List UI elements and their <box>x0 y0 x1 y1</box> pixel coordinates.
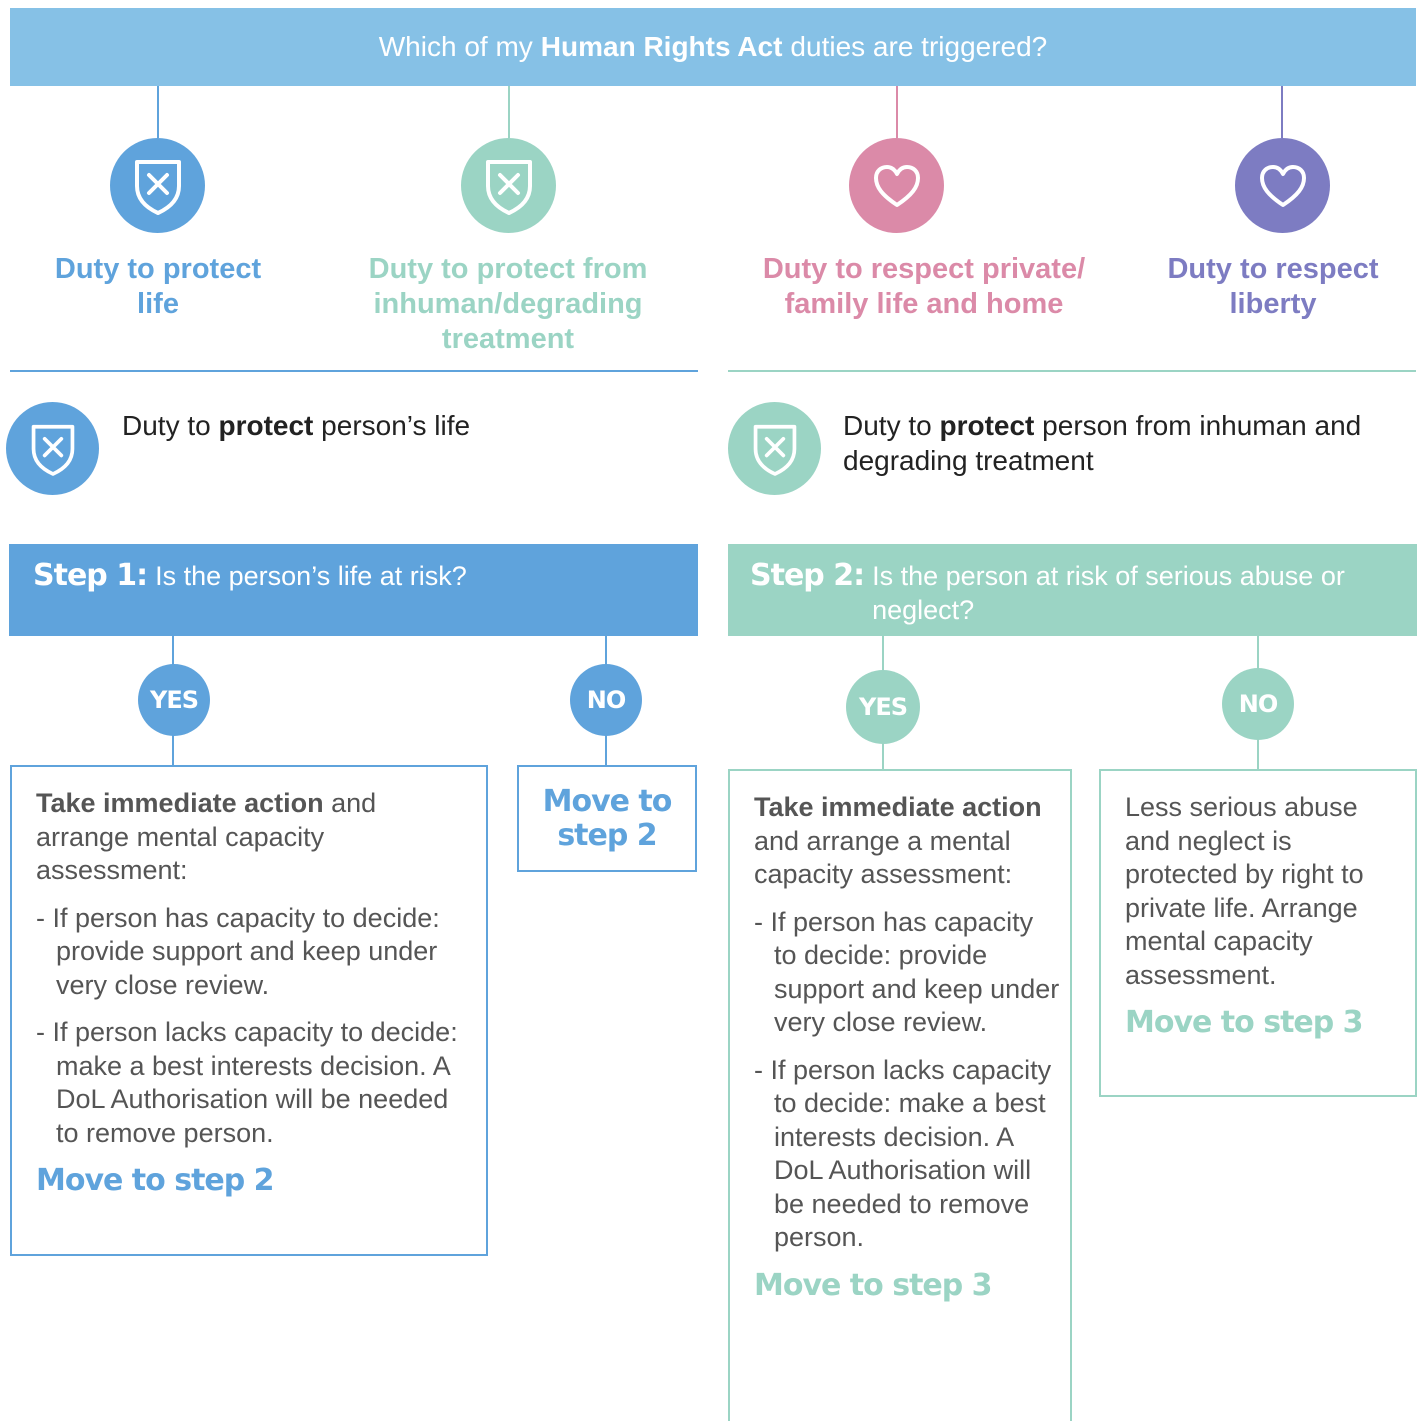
left-yes-bullet-capacity: - If person has capacity to decide: prov… <box>36 902 440 1000</box>
divider-left <box>10 370 698 372</box>
left-yes-lead: Take immediate action and arrange mental… <box>36 788 377 885</box>
right-yes-lead: Take immediate action and arrange a ment… <box>754 792 1042 889</box>
right-yes-bullet-capacity: - If person has capacity to decide: prov… <box>754 906 1060 1038</box>
connector-line <box>508 86 510 138</box>
move-to-step-2: Move to step 2 <box>36 1163 275 1198</box>
header-title-bold: Human Rights Act <box>540 31 783 62</box>
header-title-post: duties are triggered? <box>790 31 1048 62</box>
heart-icon <box>1235 138 1330 233</box>
left-yes-box: Take immediate action and arrange mental… <box>10 765 488 1256</box>
right-no-box: Less serious abuse and neglect is protec… <box>1099 769 1417 1097</box>
shield-cross-icon <box>110 138 205 233</box>
shield-cross-icon <box>728 402 821 495</box>
shield-cross-icon <box>461 138 556 233</box>
left-yes-bullet-lacks-capacity: - If person lacks capacity to decide: ma… <box>36 1017 458 1148</box>
right-section-heading: Duty to protect person from inhuman and … <box>843 410 1362 476</box>
header-bar: Which of my Human Rights Act duties are … <box>10 8 1416 86</box>
no-badge: NO <box>570 664 642 736</box>
duty-label-liberty: Duty to respect liberty <box>1167 253 1379 320</box>
duty-label-private-life: Duty to respect private/ family life and… <box>762 253 1086 320</box>
step-2-label: Step 2: <box>750 558 865 593</box>
step-2-bar: Step 2:Is the person at risk of serious … <box>728 544 1417 636</box>
duty-label-inhuman-treatment: Duty to protect from inhuman/degrading t… <box>368 253 648 355</box>
right-yes-box: Take immediate action and arrange a ment… <box>728 769 1072 1421</box>
divider-right <box>728 370 1416 372</box>
right-no-text: Less serious abuse and neglect is protec… <box>1125 792 1364 990</box>
shield-cross-icon <box>6 402 99 495</box>
connector-line <box>1281 86 1283 138</box>
step-1-bar: Step 1:Is the person’s life at risk? <box>9 544 698 636</box>
move-to-step-3: Move to step 3 <box>1125 1005 1364 1040</box>
heart-icon <box>849 138 944 233</box>
yes-badge: YES <box>138 664 210 736</box>
right-yes-bullet-lacks-capacity: - If person lacks capacity to decide: ma… <box>754 1054 1052 1253</box>
duty-label-protect-life: Duty to protect life <box>54 253 262 320</box>
move-to-step-2: Move to step 2 <box>542 784 673 853</box>
connector-line <box>157 86 159 138</box>
connector-line <box>896 86 898 138</box>
yes-badge: YES <box>846 670 920 744</box>
no-badge: NO <box>1222 668 1294 740</box>
left-no-box: Move to step 2 <box>517 765 697 872</box>
step-1-question: Is the person’s life at risk? <box>155 561 467 591</box>
move-to-step-3: Move to step 3 <box>754 1267 993 1303</box>
step-2-question: Is the person at risk of serious abuse o… <box>872 561 1345 625</box>
header-title-pre: Which of my <box>378 31 533 62</box>
left-section-heading: Duty to protect person’s life <box>122 410 471 441</box>
step-1-label: Step 1: <box>33 558 148 593</box>
